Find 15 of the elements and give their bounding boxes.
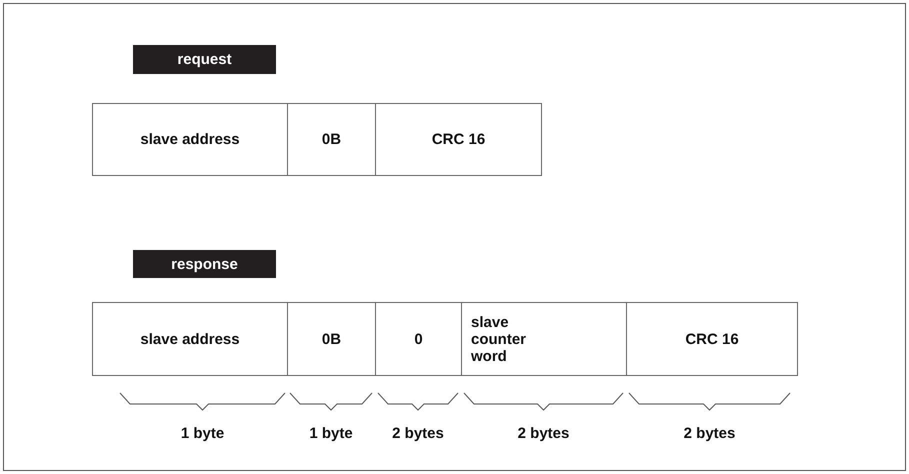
byte-count-label: 1 byte (180, 425, 226, 442)
byte-count-label: 1 byte (308, 425, 354, 442)
field-cell: 0B (287, 302, 376, 376)
header-tab: request (133, 45, 276, 74)
byte-count-label: 2 bytes (391, 425, 445, 442)
field-cell: 0 (375, 302, 462, 376)
byte-count-label: 2 bytes (682, 425, 736, 442)
field-cell: CRC 16 (626, 302, 798, 376)
field-cell: CRC 16 (375, 103, 542, 176)
header-tab: response (133, 250, 276, 278)
field-cell: slave counter word (461, 302, 627, 376)
field-cell: slave address (92, 302, 288, 376)
byte-count-label: 2 bytes (516, 425, 570, 442)
field-cell: slave address (92, 103, 288, 176)
field-cell: 0B (287, 103, 376, 176)
